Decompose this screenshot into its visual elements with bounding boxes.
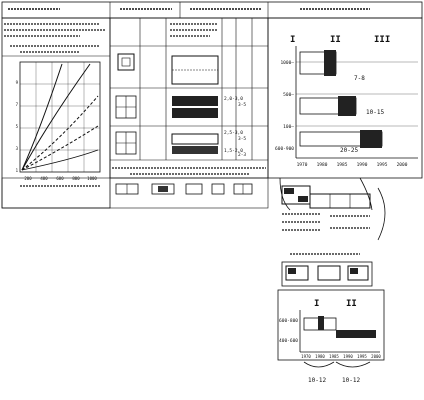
lower-year: 1995 xyxy=(357,354,367,359)
lower-year: 1985 xyxy=(329,354,339,359)
main-year: 1980 xyxy=(317,162,328,168)
main-year: 2000 xyxy=(397,162,408,168)
main-y-label: 600-900 xyxy=(275,146,294,152)
lower-year: 1980 xyxy=(315,354,325,359)
graph-y-tick: 9 xyxy=(16,80,19,85)
lower-y-label: 600-800 xyxy=(279,318,298,324)
main-span: 10-15 xyxy=(366,109,384,116)
lower-phase-numeral: II xyxy=(346,299,357,309)
lower-span: 10-12 xyxy=(342,377,360,384)
main-y-label: 100— xyxy=(283,124,294,130)
table-value: 2,0-3,0 xyxy=(224,96,243,102)
graph-x-tick: 1000 xyxy=(87,176,97,181)
table-value: 2,5-3,0 xyxy=(224,130,243,136)
plan-icons-strip xyxy=(1,177,269,209)
main-span: 20-25 xyxy=(340,147,358,154)
header-strip xyxy=(1,1,423,19)
building-diagram xyxy=(279,177,386,241)
graph-x-tick: 600 xyxy=(56,176,64,181)
graph-x-tick: 400 xyxy=(40,176,48,181)
lower-timeline-chart: I II 600-800 400-600 1970 1980 1985 1990… xyxy=(277,289,385,384)
graph-y-tick: 5 xyxy=(16,124,19,129)
center-table: 2,0-3,0 3-5 2,5-3,0 3-5 1,5-2,0 2-3 xyxy=(109,17,269,179)
lower-year: 2000 xyxy=(371,354,381,359)
lower-year: 1990 xyxy=(343,354,353,359)
main-year: 1990 xyxy=(357,162,368,168)
lower-plan-strip xyxy=(281,253,373,287)
main-year: 1985 xyxy=(337,162,348,168)
graph-grid: 1 3 5 7 9 200 400 600 800 1000 xyxy=(16,61,101,187)
graph-y-tick: 3 xyxy=(16,146,19,151)
left-graph-panel: 1 3 5 7 9 200 400 600 800 1000 xyxy=(1,17,111,209)
lower-year: 1970 xyxy=(301,354,311,359)
lower-span: 10-12 xyxy=(308,377,326,384)
main-year: 1970 xyxy=(297,162,308,168)
graph-x-tick: 200 xyxy=(24,176,32,181)
table-value: 3-5 xyxy=(238,136,246,142)
lower-y-label: 400-600 xyxy=(279,338,298,344)
phase-numeral: II xyxy=(330,35,341,45)
main-span: 7-8 xyxy=(354,75,365,82)
graph-y-tick: 7 xyxy=(16,102,19,107)
table-value: 1,5-2,0 xyxy=(224,148,243,154)
phase-numeral: I xyxy=(290,35,295,45)
phase-numeral: III xyxy=(374,35,390,45)
graph-x-tick: 800 xyxy=(72,176,80,181)
main-y-label: 1000— xyxy=(280,60,294,66)
main-year: 1995 xyxy=(377,162,388,168)
lower-phase-numeral: I xyxy=(314,299,319,309)
main-y-label: 500— xyxy=(283,92,294,98)
right-timeline-chart: I II III 1000— 500— 100— 600-900 7-8 10-… xyxy=(267,17,423,179)
graph-y-tick: 1 xyxy=(16,168,19,173)
table-value: 2-3 xyxy=(238,152,246,158)
table-value: 3-5 xyxy=(238,102,246,108)
